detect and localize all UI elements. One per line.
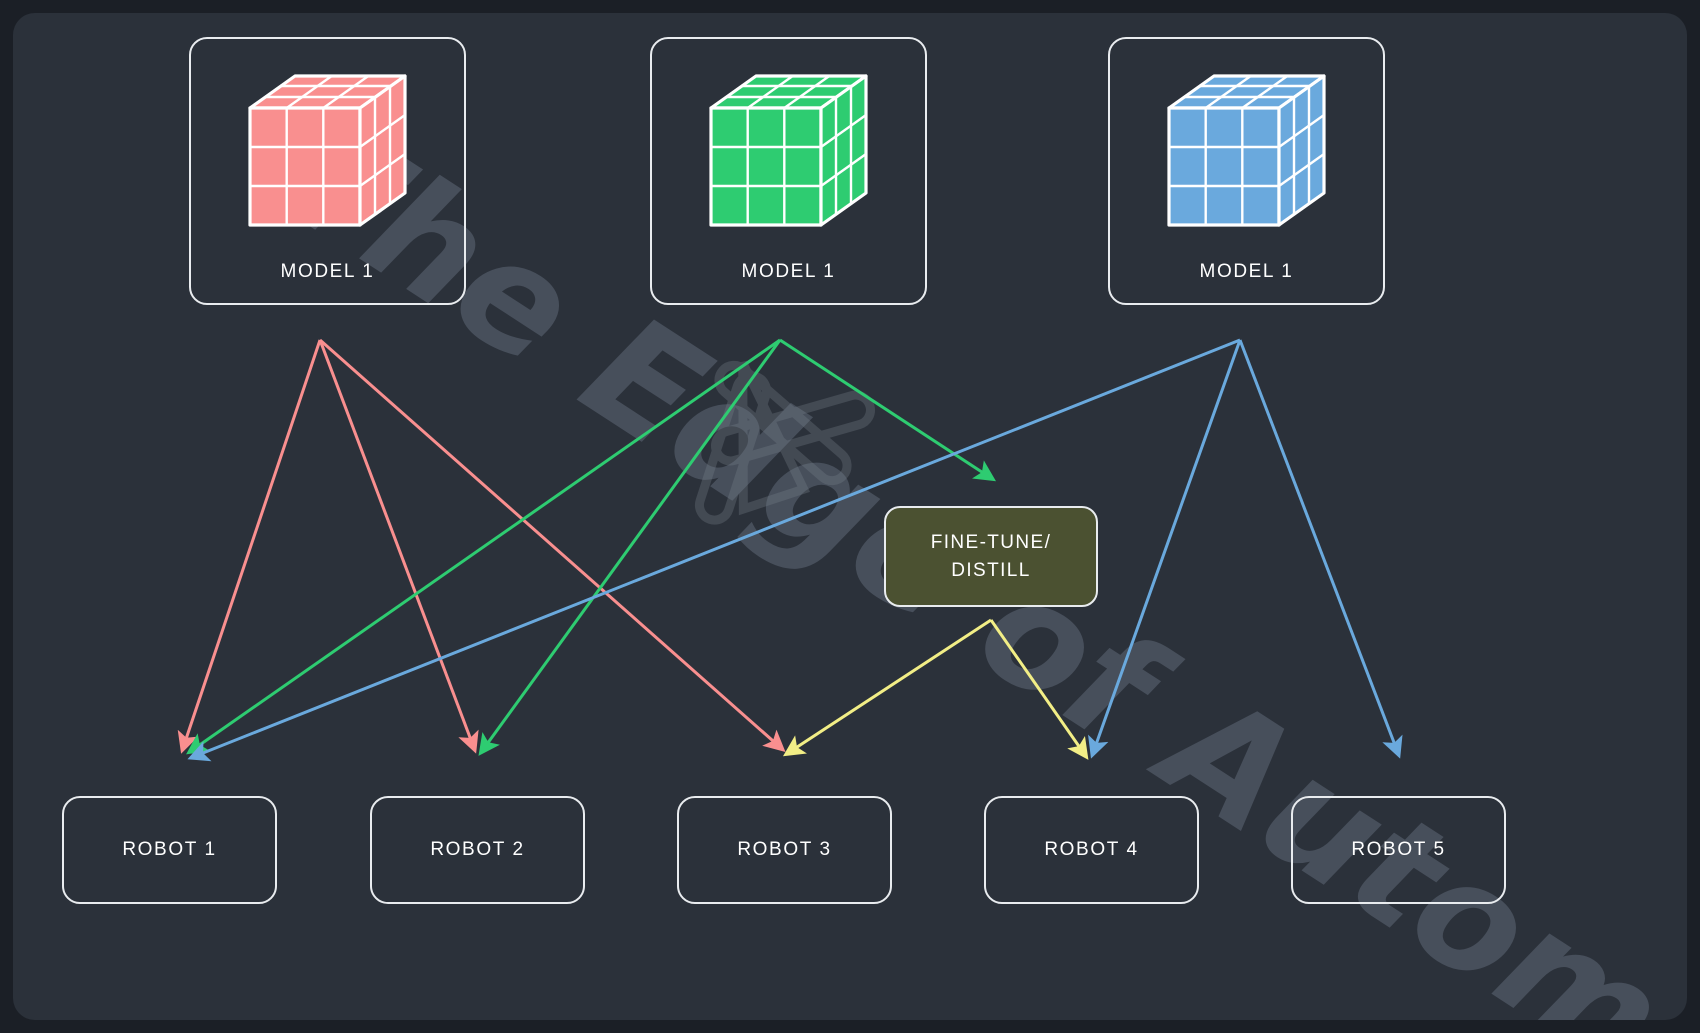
connector-green-to-fine-tune — [779, 338, 997, 482]
connector-green-to-robot-1 — [186, 338, 781, 755]
connector-finetune-to-robot-4 — [989, 619, 1089, 760]
robot-card-label: ROBOT 2 — [430, 839, 525, 860]
connector-red-to-robot-3 — [319, 338, 786, 752]
cube-icon — [709, 73, 868, 227]
cube-icon — [1167, 73, 1326, 227]
robot-card-label: ROBOT 5 — [1351, 839, 1446, 860]
model-card-label: MODEL 1 — [1199, 261, 1294, 282]
cube-icon-holder — [191, 39, 464, 261]
model-card-label: MODEL 1 — [741, 261, 836, 282]
robot-card-4[interactable]: ROBOT 4 — [984, 796, 1199, 904]
model-card-label: MODEL 1 — [280, 261, 375, 282]
model-card-2[interactable]: MODEL 1 — [650, 37, 927, 305]
robot-card-1[interactable]: ROBOT 1 — [62, 796, 277, 904]
robot-card-5[interactable]: ROBOT 5 — [1291, 796, 1506, 904]
connector-red-to-robot-1 — [177, 339, 322, 754]
fine-tune-label-line-1: FINE-TUNE/ — [930, 531, 1052, 553]
robot-card-3[interactable]: ROBOT 3 — [677, 796, 892, 904]
model-card-1[interactable]: MODEL 1 — [189, 37, 466, 305]
connector-finetune-to-robot-3 — [782, 618, 992, 757]
connection-lines — [177, 338, 1403, 762]
robot-card-2[interactable]: ROBOT 2 — [370, 796, 585, 904]
connector-green-to-robot-2 — [478, 339, 782, 756]
fine-tune-distill-node[interactable]: FINE-TUNE/ DISTILL — [884, 506, 1098, 607]
fine-tune-label: FINE-TUNE/ DISTILL — [931, 529, 1052, 584]
connector-blue-to-robot-1 — [187, 338, 1241, 762]
cube-icon-holder — [652, 39, 925, 261]
fine-tune-label-line-2: DISTILL — [951, 559, 1031, 581]
connector-blue-to-robot-5 — [1238, 339, 1403, 759]
robot-card-label: ROBOT 3 — [737, 839, 832, 860]
robot-card-label: ROBOT 1 — [122, 839, 217, 860]
connector-blue-to-robot-4 — [1088, 339, 1242, 759]
cube-icon-holder — [1110, 39, 1383, 261]
connector-red-to-robot-2 — [318, 339, 479, 754]
robot-card-label: ROBOT 4 — [1044, 839, 1139, 860]
model-card-3[interactable]: MODEL 1 — [1108, 37, 1385, 305]
diagram-canvas: The Edge of Automation — [13, 13, 1687, 1020]
cube-icon — [248, 73, 407, 227]
